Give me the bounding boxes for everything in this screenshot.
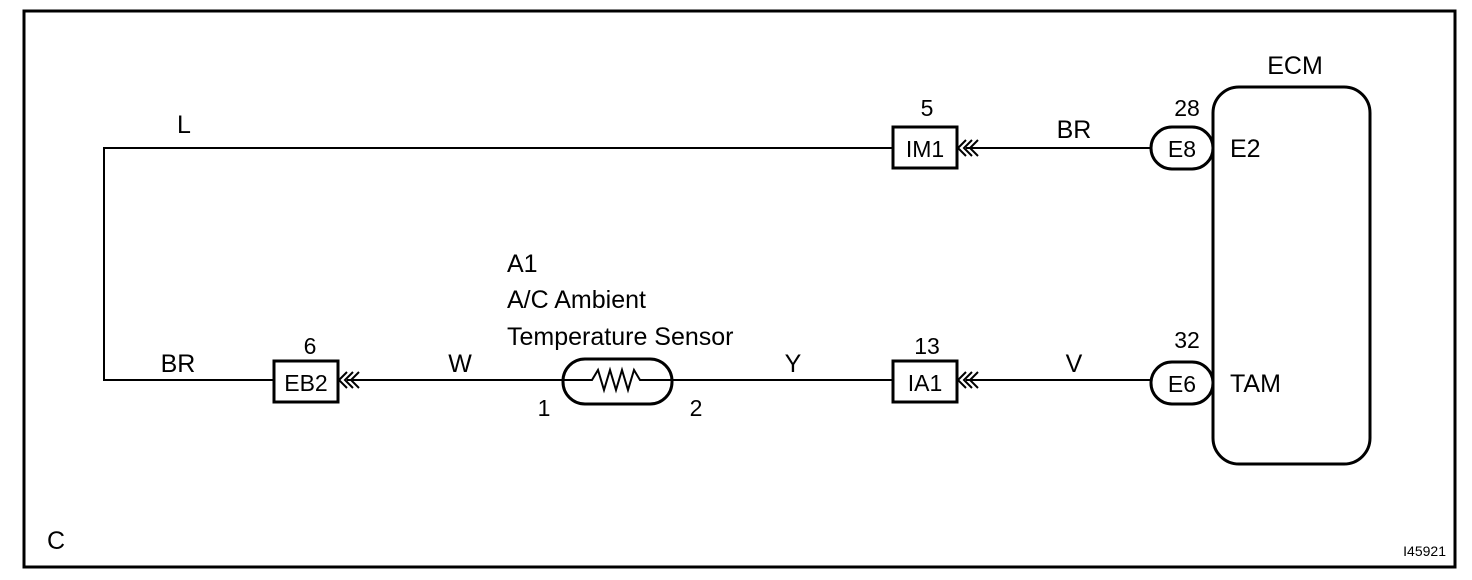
wire-color-br-top: BR — [1057, 116, 1092, 144]
connector-ia1 — [891, 359, 959, 404]
im1-terminal-chevrons — [956, 139, 979, 157]
connector-im1 — [891, 125, 959, 170]
connector-im1-label: IM1 — [906, 136, 944, 162]
connector-ia1-pin: 13 — [914, 333, 940, 359]
wire-color-v: V — [1066, 350, 1083, 378]
connector-ia1-label: IA1 — [908, 370, 943, 396]
ecm-connector-e6 — [1149, 360, 1215, 406]
ia1-terminal-chevrons — [956, 371, 979, 389]
figure-id: I45921 — [1403, 543, 1446, 559]
corner-label: C — [47, 527, 65, 555]
connector-eb2-label: EB2 — [284, 370, 327, 396]
sensor-pin-1: 1 — [538, 395, 551, 421]
connector-eb2 — [272, 359, 340, 404]
ecm-connector-e6-label: E6 — [1168, 371, 1196, 397]
sensor-id: A1 — [507, 250, 538, 278]
ecm-pin-32: 32 — [1174, 327, 1200, 353]
ecm-signal-e2: E2 — [1230, 135, 1261, 163]
thermistor-symbol — [563, 366, 672, 394]
wire-color-br-bottom: BR — [161, 350, 196, 378]
sensor-name-line2: Temperature Sensor — [507, 323, 734, 351]
ecm-block — [1211, 85, 1372, 466]
ecm-signal-tam: TAM — [1230, 370, 1281, 398]
wire-l-loop — [103, 147, 893, 381]
ecm-title: ECM — [1267, 52, 1323, 80]
ambient-temp-sensor — [561, 357, 674, 406]
diagram-frame — [22, 9, 1457, 569]
wire-color-y: Y — [785, 350, 802, 378]
sensor-pin-2: 2 — [690, 395, 703, 421]
eb2-terminal-chevrons — [337, 371, 360, 389]
connector-im1-pin: 5 — [921, 95, 934, 121]
wire-color-w: W — [448, 350, 472, 378]
wire-color-l: L — [177, 111, 191, 139]
ecm-pin-28: 28 — [1174, 95, 1200, 121]
ecm-connector-e8-label: E8 — [1168, 136, 1196, 162]
connector-eb2-pin: 6 — [304, 333, 317, 359]
sensor-name-line1: A/C Ambient — [507, 286, 646, 314]
